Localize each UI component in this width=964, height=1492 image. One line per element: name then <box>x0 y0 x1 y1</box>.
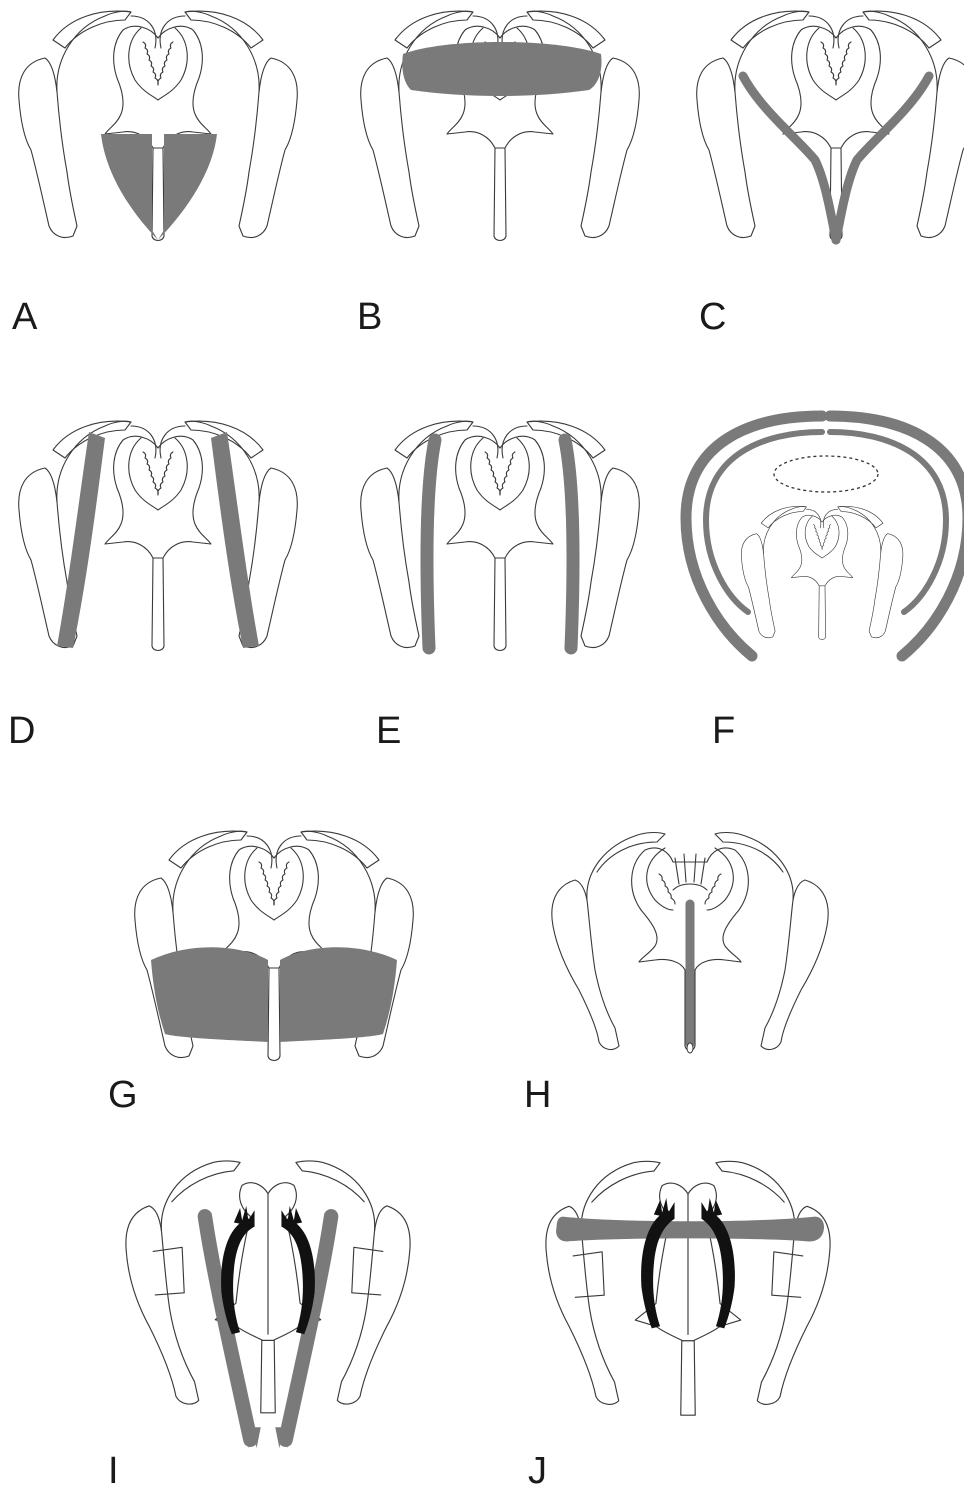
panel-a <box>8 0 308 250</box>
panel-i <box>118 1148 418 1448</box>
panel-b-highlight <box>402 42 601 96</box>
panel-j <box>538 1148 838 1428</box>
panel-e-drawing <box>350 410 650 665</box>
panel-e-highlight-right <box>565 440 573 648</box>
panel-f <box>678 408 964 668</box>
panel-g-drawing <box>124 820 424 1075</box>
panel-a-drawing <box>8 0 308 250</box>
panel-g-highlight-right <box>280 947 397 1042</box>
panel-g-label: G <box>108 1076 138 1114</box>
panel-g-highlight-left <box>151 947 268 1042</box>
panel-d <box>8 410 308 665</box>
panel-b-drawing <box>350 0 650 255</box>
panel-e-highlight-left <box>427 440 435 648</box>
panel-c <box>686 0 964 255</box>
panel-c-drawing <box>686 0 964 255</box>
panel-a-label: A <box>12 298 37 336</box>
panel-h-drawing <box>540 820 840 1075</box>
panel-j-drawing <box>538 1148 838 1428</box>
panel-b <box>350 0 650 255</box>
panel-d-drawing <box>8 410 308 665</box>
panel-e-label: E <box>376 712 401 750</box>
panel-b-label: B <box>357 298 382 336</box>
panel-f-drawing <box>678 408 964 668</box>
panel-d-label: D <box>8 712 35 750</box>
panel-i-label: I <box>108 1452 119 1490</box>
panel-f-dotted-ellipse <box>774 456 878 492</box>
panel-h-label: H <box>524 1076 551 1114</box>
panel-i-drawing <box>118 1148 418 1448</box>
panel-j-label: J <box>528 1452 547 1490</box>
panel-e <box>350 410 650 665</box>
panel-c-label: C <box>699 298 726 336</box>
panel-h <box>540 820 840 1075</box>
panel-f-label: F <box>712 712 735 750</box>
panel-g <box>124 820 424 1075</box>
